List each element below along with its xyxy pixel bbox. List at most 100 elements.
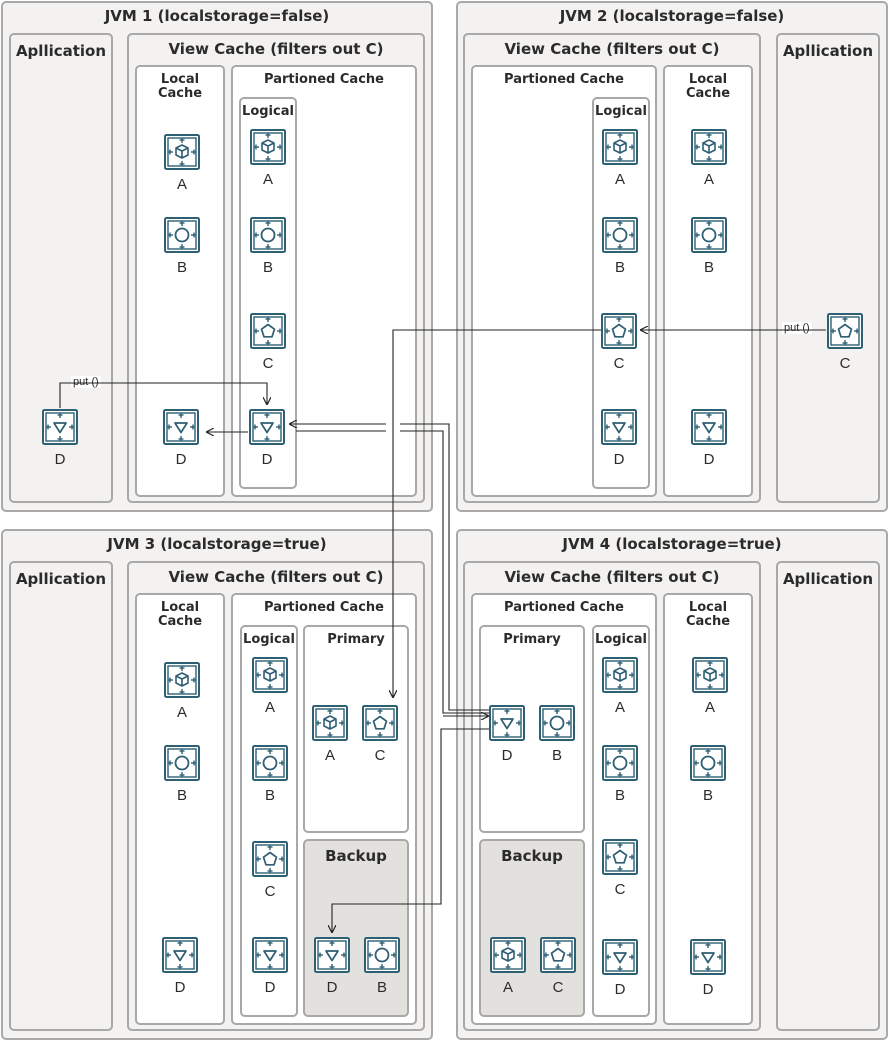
jvm2-logical-d-triangle-icon (601, 409, 637, 445)
jvm4-backup-a-label: A (502, 979, 513, 996)
jvm3-local-b-circle-icon (164, 745, 200, 781)
jvm2-logical-label: Logical (595, 104, 647, 119)
jvm1-title: JVM 1 (localstorage=false) (104, 7, 330, 25)
jvm2-logical-c-label: C (613, 355, 625, 372)
jvm4-backup-a-cube-icon (490, 937, 526, 973)
jvm2-logical-a-cube-icon (602, 129, 638, 165)
jvm4-local-a-cube-icon (692, 657, 728, 693)
jvm3-local-a-cube-icon (164, 662, 200, 698)
jvm3-primary-a-cube-icon (312, 705, 348, 741)
jvm4-primary-d-label: D (501, 747, 513, 764)
jvm4-logical-c-label: C (614, 881, 626, 898)
jvm3-primary-a-label: A (324, 747, 335, 764)
jvm4-local-b-label: B (702, 787, 713, 804)
jvm2-application-box (776, 33, 880, 503)
jvm4-logical-d-label: D (614, 981, 626, 998)
jvm1-view-cache-label: View Cache (filters out C) (168, 40, 384, 58)
jvm4-application-box (776, 561, 880, 1031)
jvm1-logical-d-label: D (261, 451, 273, 468)
jvm4-local-d-label: D (702, 981, 714, 998)
jvm4-application-label: Apllication (782, 570, 874, 588)
jvm1-local-d-label: D (175, 451, 187, 468)
jvm4-local-d-triangle-icon (690, 939, 726, 975)
jvm2-view-cache-label: View Cache (filters out C) (504, 40, 720, 58)
jvm4-local-b-circle-icon (690, 745, 726, 781)
jvm4-primary-label: Primary (503, 632, 561, 647)
jvm1-local-b-label: B (176, 259, 187, 276)
jvm3-title: JVM 3 (localstorage=true) (107, 535, 327, 553)
jvm4-title: JVM 4 (localstorage=true) (562, 535, 782, 553)
jvm3-logical-a-cube-icon (252, 657, 288, 693)
jvm3-logical-c-label: C (264, 883, 276, 900)
jvm3-backup-d-triangle-icon (314, 937, 350, 973)
jvm2-title: JVM 2 (localstorage=false) (559, 7, 785, 25)
jvm2-app-c-pentagon-icon (827, 313, 863, 349)
jvm1-logical-b-label: B (262, 259, 273, 276)
jvm3-logical-c-pentagon-icon (252, 841, 288, 877)
jvm4-primary-d-triangle-icon (489, 705, 525, 741)
jvm1-logical-a-label: A (262, 171, 273, 188)
jvm4-view-cache-label: View Cache (filters out C) (504, 568, 720, 586)
jvm4-primary-b-circle-icon (539, 705, 575, 741)
jvm2-logical-b-circle-icon (602, 217, 638, 253)
jvm1-logical-d-triangle-icon (249, 409, 285, 445)
jvm2-logical-d-label: D (613, 451, 625, 468)
jvm3-backup-d-label: D (326, 979, 338, 996)
jvm3-backup-label: Backup (325, 847, 387, 865)
jvm4-logical-b-label: B (614, 787, 625, 804)
jvm1-logical-a-cube-icon (250, 129, 286, 165)
jvm3-local-a-label: A (176, 704, 187, 721)
jvm4-logical-label: Logical (595, 632, 647, 647)
jvm1-logical-c-label: C (262, 355, 274, 372)
jvm1-partitioned-cache-label: Partioned Cache (264, 72, 384, 87)
jvm4-primary-b-label: B (551, 747, 562, 764)
jvm4-partitioned-cache-label: Partioned Cache (504, 600, 624, 615)
jvm1-app-d-triangle-icon (42, 409, 78, 445)
jvm3-partitioned-cache-label: Partioned Cache (264, 600, 384, 615)
jvm1-logical-c-pentagon-icon (250, 313, 286, 349)
jvm3-primary-label: Primary (327, 632, 385, 647)
jvm3-local-d-triangle-icon (162, 937, 198, 973)
jvm2-put-label: put () (782, 322, 812, 334)
jvm2-logical-b-label: B (614, 259, 625, 276)
jvm4-local-cache-label: Local Cache (685, 600, 731, 629)
jvm3-primary-c-label: C (374, 747, 386, 764)
jvm4-logical-c-pentagon-icon (602, 839, 638, 875)
jvm4-logical-a-cube-icon (602, 657, 638, 693)
jvm1-local-d-triangle-icon (163, 409, 199, 445)
jvm4-backup-label: Backup (501, 847, 563, 865)
jvm3-view-cache-label: View Cache (filters out C) (168, 568, 384, 586)
jvm1-logical-label: Logical (242, 104, 294, 119)
jvm2-local-cache-label: Local Cache (685, 72, 731, 101)
jvm4-backup-c-pentagon-icon (540, 937, 576, 973)
jvm4-backup-box (479, 839, 585, 1017)
jvm3-logical-d-label: D (264, 979, 276, 996)
jvm2-app-c-label: C (839, 355, 851, 372)
jvm2-logical-c-pentagon-icon (601, 313, 637, 349)
jvm3-logical-b-label: B (264, 787, 275, 804)
jvm3-backup-b-label: B (376, 979, 387, 996)
jvm2-partitioned-cache-label: Partioned Cache (504, 72, 624, 87)
jvm2-local-a-label: A (703, 171, 714, 188)
jvm1-app-d-label: D (54, 451, 66, 468)
jvm3-logical-b-circle-icon (252, 745, 288, 781)
jvm3-local-b-label: B (176, 787, 187, 804)
jvm3-backup-b-circle-icon (364, 937, 400, 973)
jvm3-local-d-label: D (174, 979, 186, 996)
jvm1-put-label: put () (71, 376, 101, 388)
jvm2-local-b-circle-icon (691, 217, 727, 253)
jvm3-primary-c-pentagon-icon (362, 705, 398, 741)
jvm4-logical-a-label: A (614, 699, 625, 716)
jvm3-local-cache-label: Local Cache (157, 600, 203, 629)
jvm2-local-a-cube-icon (691, 129, 727, 165)
jvm2-local-b-label: B (703, 259, 714, 276)
jvm2-logical-a-label: A (614, 171, 625, 188)
jvm3-application-label: Apllication (15, 570, 107, 588)
jvm2-local-d-triangle-icon (691, 409, 727, 445)
jvm3-logical-label: Logical (243, 632, 295, 647)
jvm2-application-label: Apllication (782, 42, 874, 60)
jvm1-application-label: Apllication (15, 42, 107, 60)
jvm4-logical-b-circle-icon (602, 745, 638, 781)
jvm1-local-cache-label: Local Cache (157, 72, 203, 101)
jvm2-local-d-label: D (703, 451, 715, 468)
